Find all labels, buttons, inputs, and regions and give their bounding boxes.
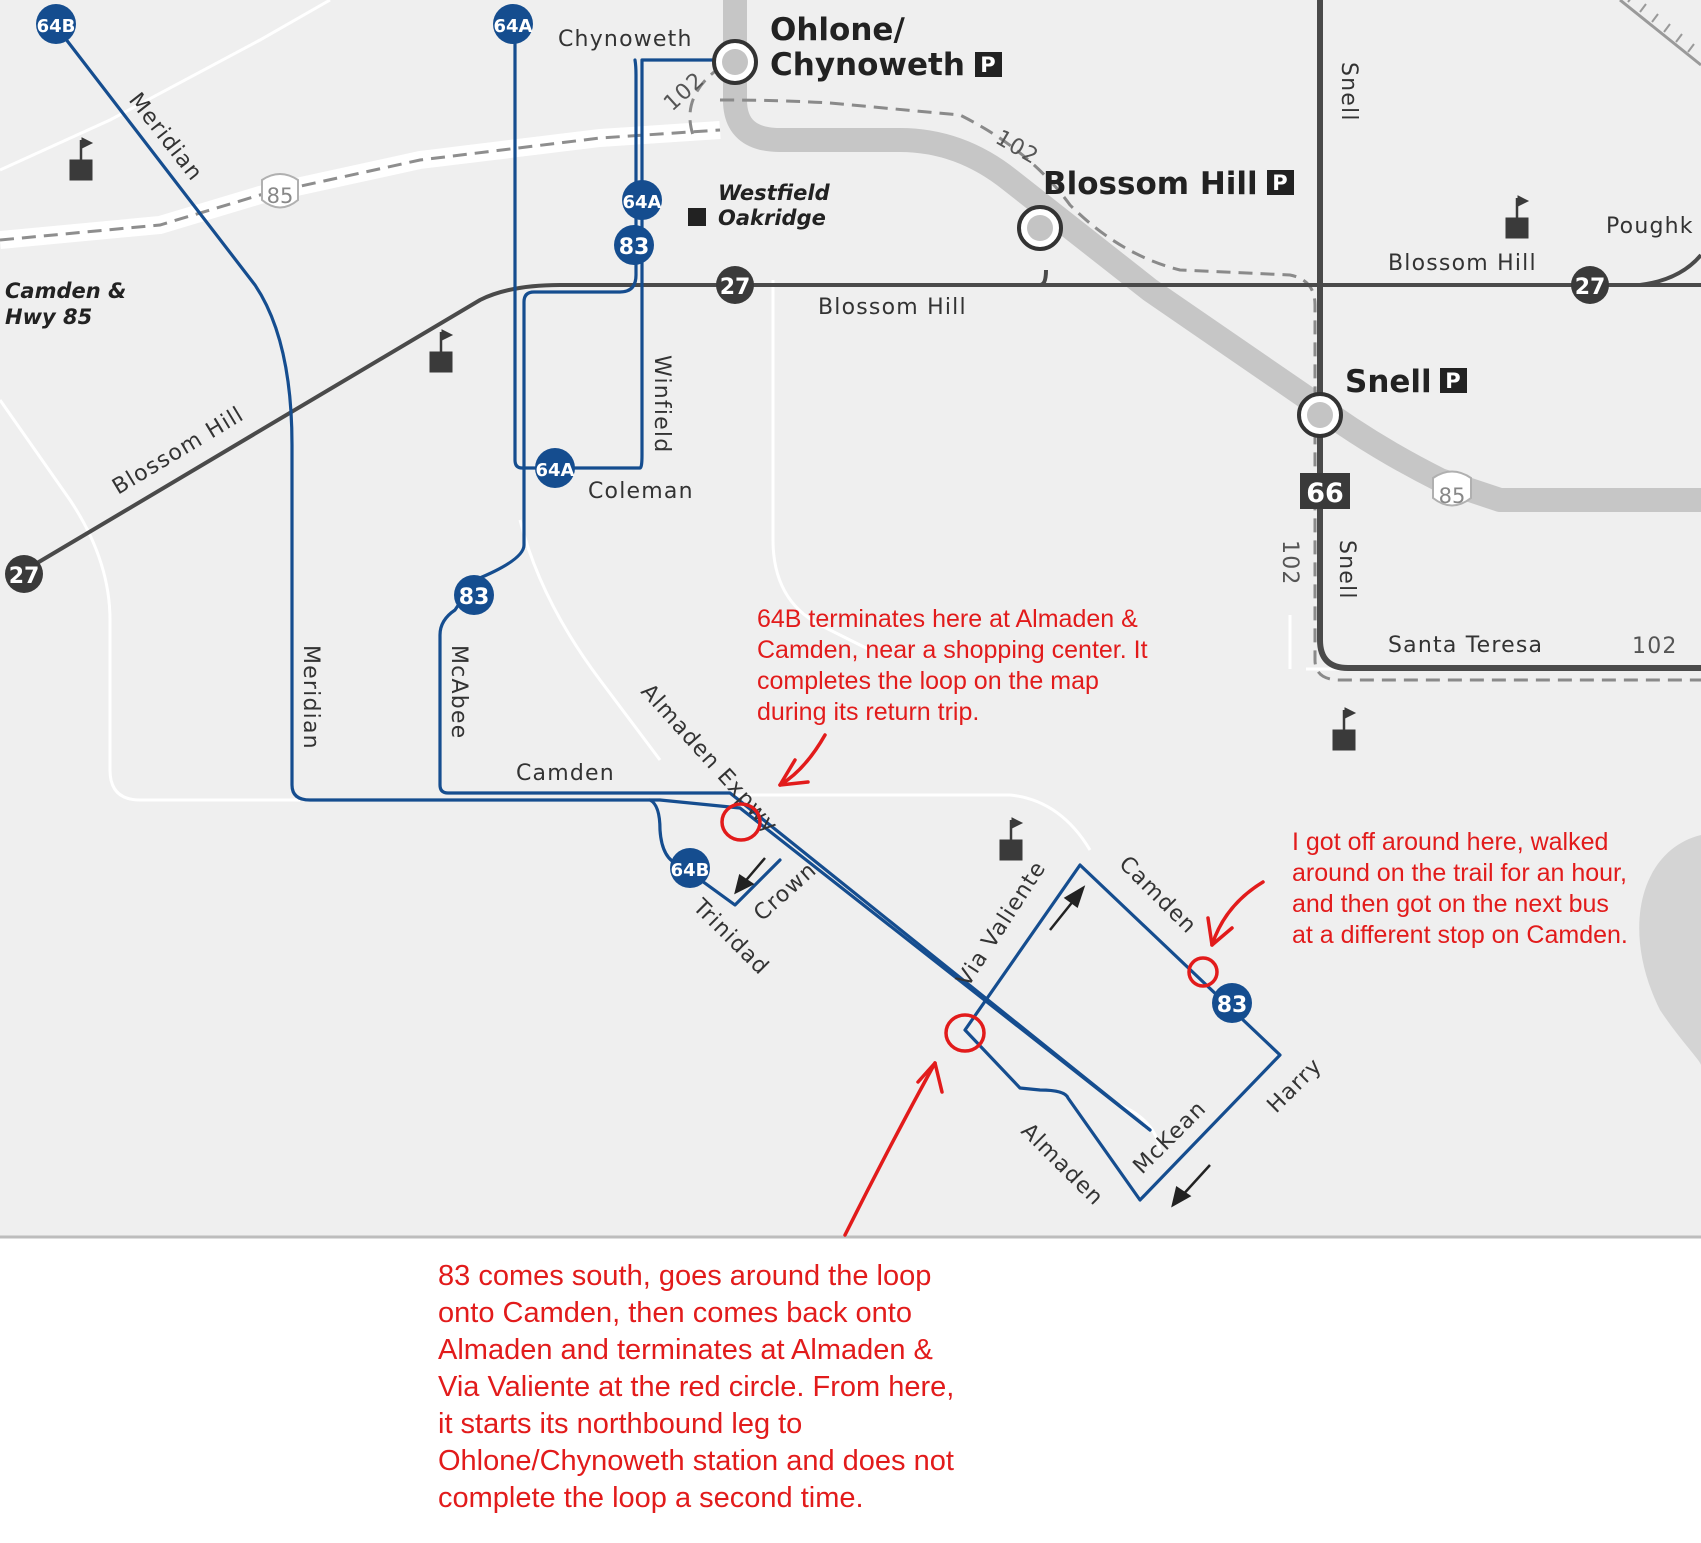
annotation-83: 83 comes south, goes around the loop ont… — [438, 1260, 954, 1514]
svg-text:27: 27 — [1575, 275, 1606, 300]
svg-text:102: 102 — [1277, 540, 1302, 586]
place-labels: Westfield Oakridge Camden & Hwy 85 — [5, 181, 831, 329]
svg-text:64B terminates here at Almaden: 64B terminates here at Almaden & — [757, 605, 1138, 633]
svg-text:P: P — [980, 53, 995, 77]
svg-text:Blossom Hill: Blossom Hill — [1043, 166, 1258, 202]
svg-text:83: 83 — [619, 235, 650, 260]
svg-text:Ohlone/: Ohlone/ — [770, 12, 905, 48]
svg-text:I got off around here, walked: I got off around here, walked — [1292, 828, 1608, 856]
svg-text:83 comes south, goes around th: 83 comes south, goes around the loop — [438, 1260, 931, 1292]
svg-text:Snell: Snell — [1345, 364, 1432, 400]
svg-text:Westfield: Westfield — [718, 181, 831, 205]
svg-text:85: 85 — [267, 184, 294, 208]
svg-text:83: 83 — [1217, 993, 1248, 1018]
hwy-85-shield-icon-2: 85 — [1432, 470, 1472, 508]
route-blue-badges: 64B 64A 64A 83 64A 83 64B 83 — [36, 4, 1252, 1023]
svg-text:and then got on the next bus: and then got on the next bus — [1292, 890, 1609, 918]
svg-text:Almaden and terminates at Alma: Almaden and terminates at Almaden & — [438, 1334, 933, 1366]
svg-text:Ohlone/Chynoweth station and d: Ohlone/Chynoweth station and does not — [438, 1445, 954, 1477]
svg-text:Oakridge: Oakridge — [718, 206, 826, 230]
direction-arrows — [734, 857, 1211, 1208]
svg-text:completes the loop on the map: completes the loop on the map — [757, 667, 1099, 695]
svg-text:during its return trip.: during its return trip. — [757, 698, 979, 726]
station-circles — [712, 39, 1343, 438]
annotation-arrows — [778, 733, 1265, 1237]
svg-text:64B: 64B — [671, 860, 710, 881]
route-27-badges: 27 27 27 — [5, 266, 1609, 593]
svg-text:64A: 64A — [494, 16, 533, 37]
annotation-got-off: I got off around here, walked around on … — [1292, 828, 1628, 949]
park-area — [1639, 835, 1701, 1065]
svg-text:27: 27 — [9, 564, 40, 589]
svg-text:Winfield: Winfield — [649, 355, 674, 453]
annotation-64b: 64B terminates here at Almaden & Camden,… — [757, 605, 1148, 726]
hwy-85-shield-icon: 85 — [261, 173, 299, 209]
svg-text:at a different stop on Camden.: at a different stop on Camden. — [1292, 921, 1628, 949]
svg-text:P: P — [1445, 369, 1460, 393]
railroad-track — [1619, 0, 1701, 67]
annotation-circles — [720, 802, 1219, 1053]
svg-text:Snell: Snell — [1334, 540, 1359, 600]
svg-text:Blossom Hill: Blossom Hill — [1388, 251, 1537, 276]
svg-text:onto Camden, then comes back o: onto Camden, then comes back onto — [438, 1297, 912, 1329]
svg-text:27: 27 — [720, 275, 751, 300]
route-102-dashed — [688, 64, 1701, 682]
svg-text:around on the trail for an hou: around on the trail for an hour, — [1292, 859, 1627, 887]
svg-text:66: 66 — [1306, 478, 1344, 509]
bus-routes-blue — [53, 23, 1282, 1202]
svg-text:64B: 64B — [37, 16, 76, 37]
svg-text:McAbee: McAbee — [446, 645, 471, 739]
svg-text:64A: 64A — [623, 192, 662, 213]
svg-text:Snell: Snell — [1336, 62, 1361, 122]
svg-text:102: 102 — [1632, 634, 1678, 659]
svg-text:complete the loop a second tim: complete the loop a second time. — [438, 1482, 864, 1514]
svg-text:Blossom Hill: Blossom Hill — [818, 295, 967, 320]
highway-85 — [0, 121, 721, 249]
station-labels: Ohlone/ Chynoweth P Blossom Hill P Snell… — [770, 12, 1467, 400]
svg-text:Hwy 85: Hwy 85 — [5, 305, 92, 329]
svg-text:Meridian: Meridian — [298, 645, 323, 750]
shopping-center-icon — [688, 208, 706, 226]
svg-text:64A: 64A — [536, 460, 575, 481]
svg-text:Camden &: Camden & — [5, 279, 126, 303]
minor-roads — [0, 0, 1701, 1151]
svg-text:Poughk: Poughk — [1606, 214, 1694, 239]
svg-text:Coleman: Coleman — [588, 479, 694, 504]
svg-text:Camden, near a shopping center: Camden, near a shopping center. It — [757, 636, 1148, 664]
svg-text:it starts its northbound leg t: it starts its northbound leg to — [438, 1408, 802, 1440]
park-flag-icons — [69, 137, 1530, 861]
svg-text:Camden: Camden — [516, 761, 615, 786]
svg-text:Santa Teresa: Santa Teresa — [1388, 633, 1543, 658]
light-rail-line — [723, 0, 1701, 512]
svg-text:Chynoweth: Chynoweth — [558, 27, 693, 52]
svg-text:Via Valiente at the red circle: Via Valiente at the red circle. From her… — [438, 1371, 954, 1403]
route-66-shield-icon: 66 — [1300, 473, 1350, 509]
svg-text:Chynoweth: Chynoweth — [770, 47, 965, 83]
svg-text:83: 83 — [459, 585, 490, 610]
svg-text:P: P — [1272, 171, 1287, 195]
svg-text:85: 85 — [1439, 484, 1466, 508]
